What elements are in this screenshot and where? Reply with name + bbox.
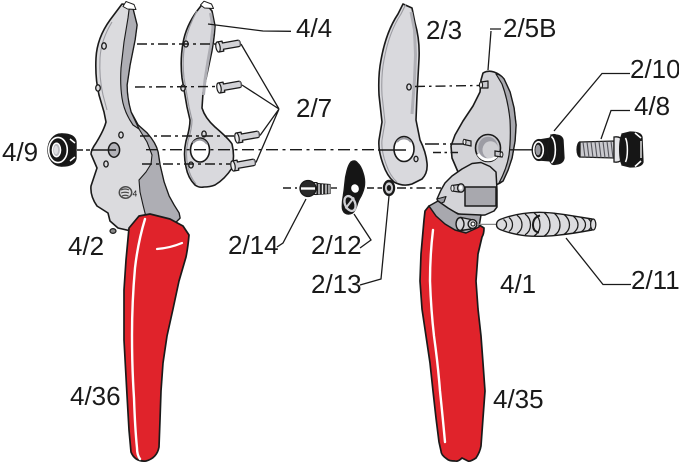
svg-text:4/1: 4/1 <box>500 269 536 299</box>
svg-text:4/36: 4/36 <box>70 381 121 411</box>
svg-text:2/5B: 2/5B <box>503 13 557 43</box>
svg-text:4/2: 4/2 <box>68 231 104 261</box>
svg-text:4/9: 4/9 <box>2 137 38 167</box>
svg-text:2/14: 2/14 <box>228 230 279 260</box>
svg-text:2/11: 2/11 <box>631 265 679 295</box>
svg-text:2/10: 2/10 <box>630 54 679 84</box>
svg-text:2/13: 2/13 <box>311 269 362 299</box>
svg-text:4/8: 4/8 <box>634 91 670 121</box>
svg-text:2/12: 2/12 <box>311 230 362 260</box>
svg-text:4/35: 4/35 <box>493 384 544 414</box>
svg-text:2/7: 2/7 <box>296 93 332 123</box>
svg-text:4: 4 <box>133 189 138 199</box>
svg-text:4/4: 4/4 <box>296 13 332 43</box>
svg-text:2/3: 2/3 <box>426 15 462 45</box>
